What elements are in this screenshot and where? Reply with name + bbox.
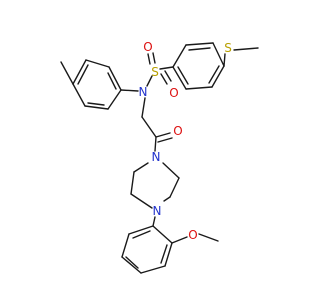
- carbonyl-o-bond-a: [155, 132, 171, 138]
- tolyl-ring: [72, 59, 122, 110]
- s-phenyl-bond: [159, 66, 174, 70]
- ring-methoxy-o-bond: [171, 236, 188, 244]
- sulfonyl-o-bottom-label: O: [169, 86, 178, 100]
- ring-s-bond: [223, 53, 226, 67]
- sulfonyl-s-label: S: [151, 65, 159, 79]
- ch2-carbonyl-bond: [141, 116, 157, 138]
- s-o-bottom-bond-b: [164, 70, 172, 82]
- piperazine-aryl-bond: [152, 216, 156, 227]
- piperazine-n-bottom-label: N: [153, 204, 162, 218]
- methoxy-methyl-bond: [198, 233, 219, 242]
- tolyl-n-bond: [120, 89, 139, 92]
- molecule-structure-diagram: S O O N S O N N O: [60, 40, 259, 274]
- piperazine-ring: [130, 162, 180, 209]
- s-o-top-bond-a: [147, 53, 151, 65]
- thioether-s-label: S: [224, 41, 232, 55]
- carbonyl-n-bond: [154, 136, 157, 152]
- methoxy-o-label: O: [188, 228, 197, 242]
- methoxyphenyl-ring: [121, 225, 173, 274]
- thioanisole-ring: [172, 42, 225, 90]
- piperazine-n-top-label: N: [152, 150, 161, 164]
- n-ch2-bond: [141, 97, 146, 118]
- s-o-top-bond-b: [152, 52, 156, 64]
- sulfonamide-n-label: N: [139, 85, 148, 99]
- n-s-bond: [146, 75, 153, 87]
- tolyl-methyl-bond: [60, 61, 74, 85]
- s-methyl-bond: [233, 47, 259, 51]
- s-o-bottom-bond-a: [160, 73, 168, 85]
- sulfonyl-o-top-label: O: [143, 40, 152, 54]
- carbonyl-o-bond-b: [157, 137, 173, 143]
- carbonyl-o-label: O: [173, 124, 182, 138]
